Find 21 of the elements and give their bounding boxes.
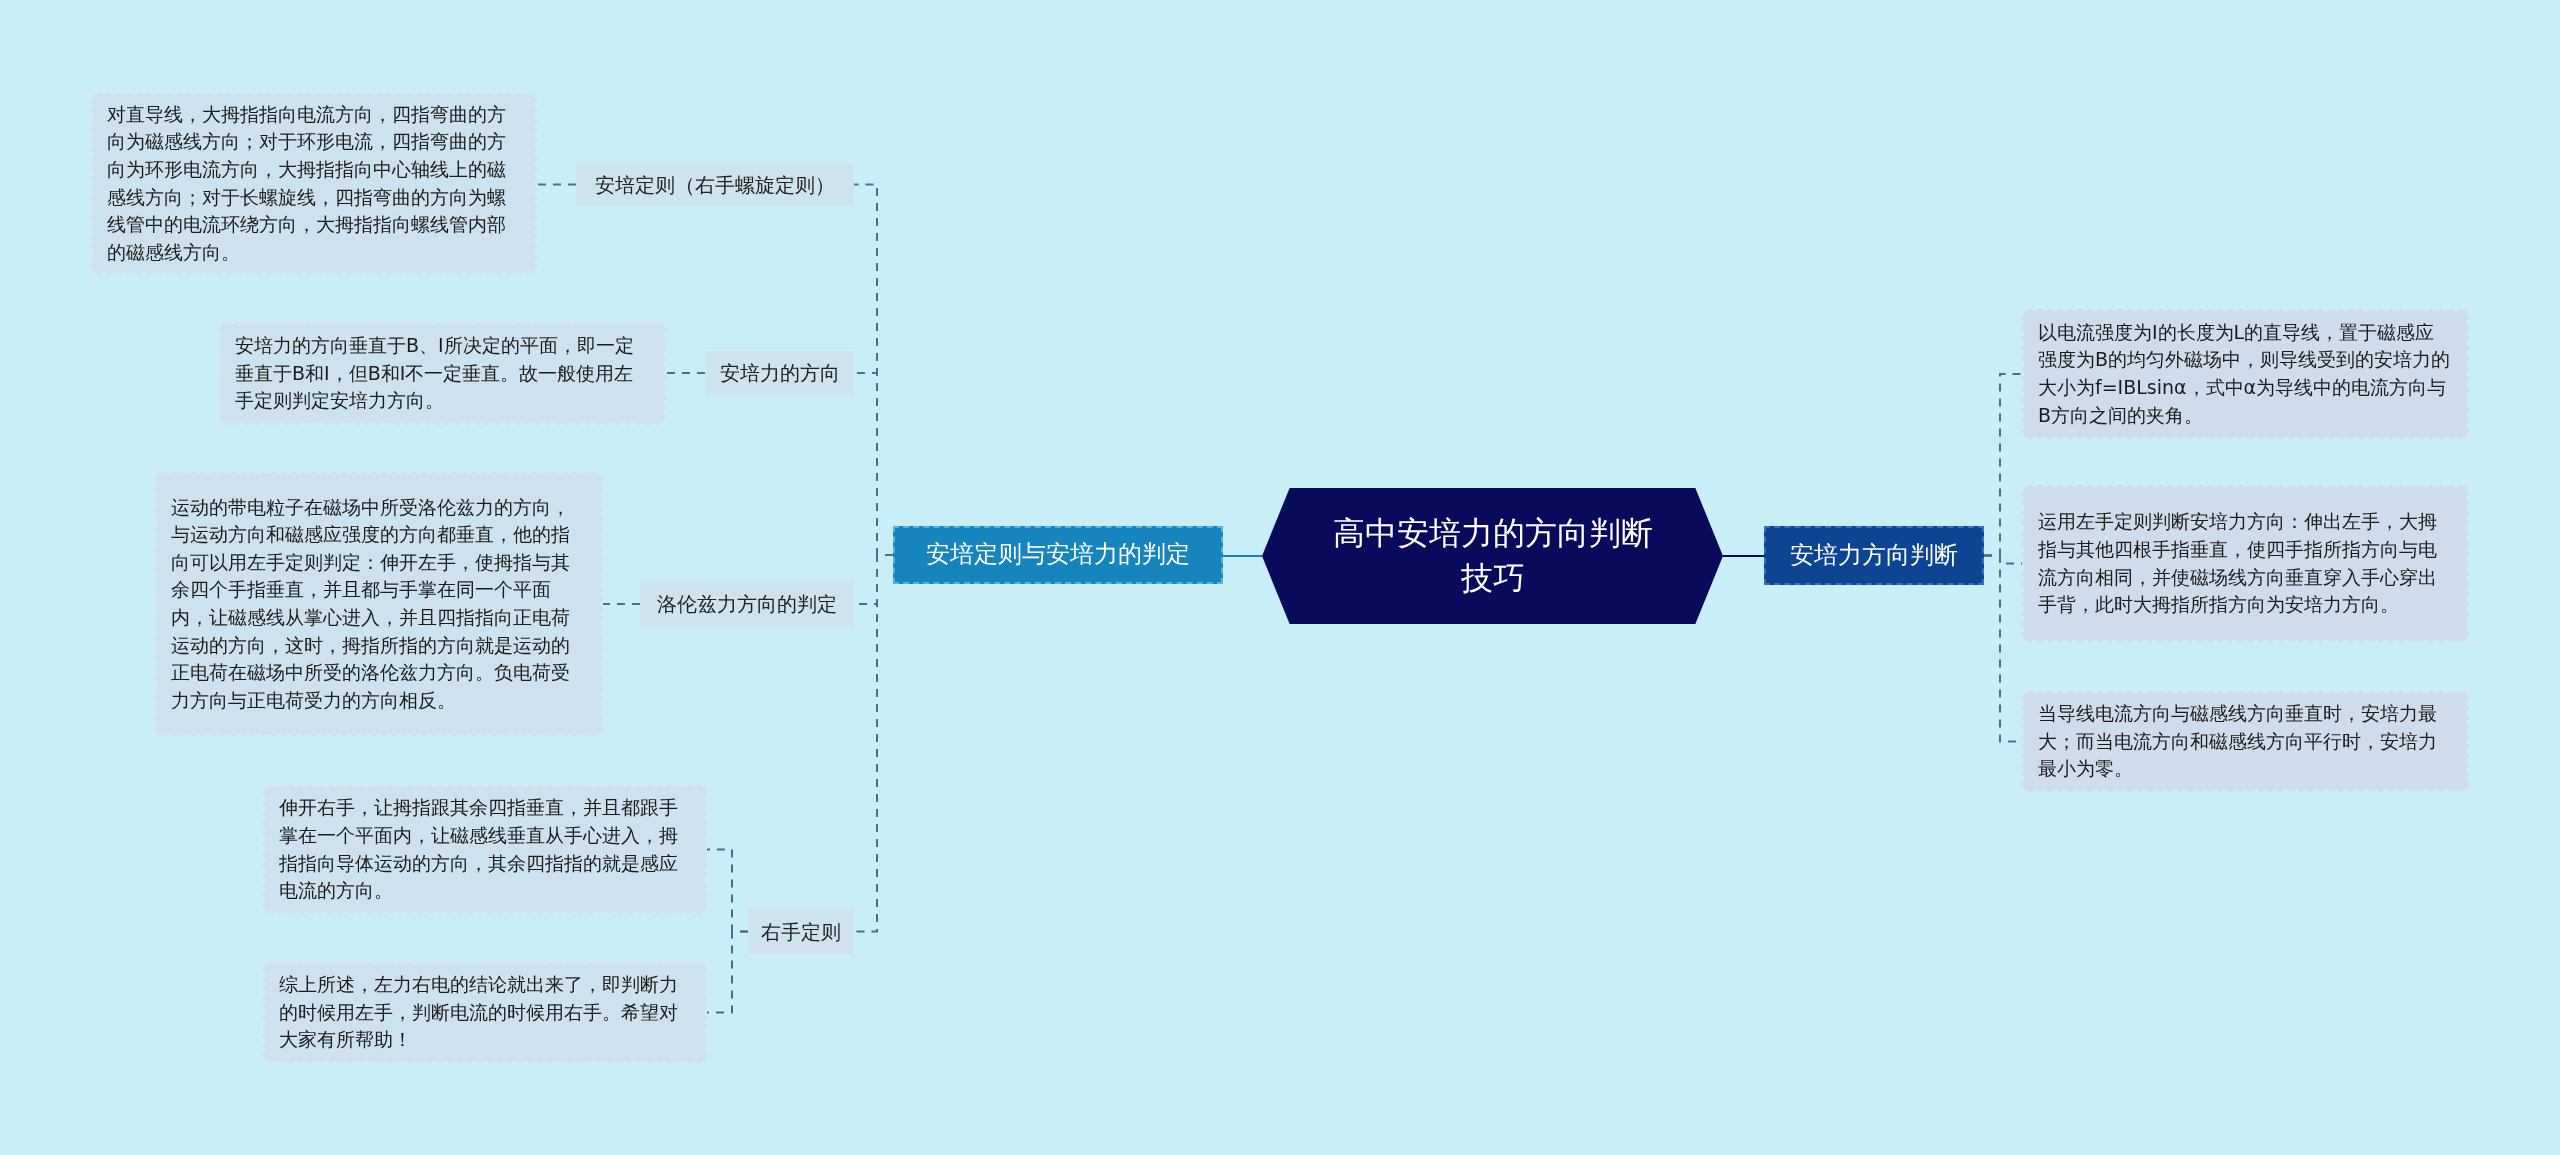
central-topic: 高中安培力的方向判断技巧 bbox=[1262, 488, 1723, 624]
connector-line bbox=[1722, 555, 1765, 557]
note-card: 伸开右手，让拇指跟其余四指垂直，并且都跟手掌在一个平面内，让磁感线垂直从手心进入，拇指指向导体运动的方向，其余四指指的就是感应电流的方向。 bbox=[263, 785, 707, 914]
note-card: 运动的带电粒子在磁场中所受洛伦兹力的方向，与运动方向和磁感应强度的方向都垂直，他的指向可以用左手定则判定：伸开左手，使拇指与其余四个手指垂直，并且都与手掌在同一个平面内，让磁感线从掌心进入，并且四指指向正电荷运动的方向，这时，拇指所指的方向就是运动的正电荷在磁场中所受的洛伦兹力方向。负电荷受力方向与正电荷受力的方向相反。 bbox=[155, 472, 603, 736]
connector-line bbox=[706, 930, 749, 1014]
note-card: 运用左手定则判断安培力方向：伸出左手，大拇指与其他四根手指垂直，使四手指所指方向与电流方向相同，并使磁场线方向垂直穿入手心穿出手背，此时大拇指所指方向为安培力方向。 bbox=[2022, 485, 2469, 642]
subtopic: 右手定则 bbox=[748, 909, 854, 954]
branch-topic: 安培定则与安培力的判定 bbox=[893, 526, 1223, 584]
subtopic: 安培定则（右手螺旋定则） bbox=[576, 163, 854, 206]
connector-line bbox=[602, 603, 641, 605]
note-card: 综上所述，左力右电的结论就出来了，即判断力的时候用左手，判断电流的时候用右手。希望对大家有所帮助！ bbox=[263, 962, 707, 1063]
note-card: 安培力的方向垂直于B、I所决定的平面，即一定垂直于B和I，但B和I不一定垂直。故一般使用左手定则判定安培力方向。 bbox=[219, 322, 666, 425]
connector-line bbox=[536, 183, 577, 186]
connector-line bbox=[1222, 555, 1263, 557]
subtopic: 洛伦兹力方向的判定 bbox=[640, 581, 854, 627]
branch-topic: 安培力方向判断 bbox=[1764, 526, 1984, 585]
note-card: 以电流强度为I的长度为L的直导线，置于磁感应强度为B的均匀外磁场中，则导线受到的安培力的大小为f=IBLsinα，式中α为导线中的电流方向与B方向之间的夹角。 bbox=[2022, 309, 2469, 439]
subtopic: 安培力的方向 bbox=[705, 351, 854, 395]
note-card: 当导线电流方向与磁感线方向垂直时，安培力最大；而当电流方向和磁感线方向平行时，安培力最小为零。 bbox=[2022, 691, 2469, 792]
note-card: 对直导线，大拇指指向电流方向，四指弯曲的方向为磁感线方向；对于环形电流，四指弯曲的方向为环形电流方向，大拇指指向中心轴线上的磁感线方向；对于长螺旋线，四指弯曲的方向为螺线管中的电流环绕方向，大拇指指向螺线管内部的磁感线方向。 bbox=[91, 93, 537, 274]
connector-line bbox=[665, 372, 706, 374]
